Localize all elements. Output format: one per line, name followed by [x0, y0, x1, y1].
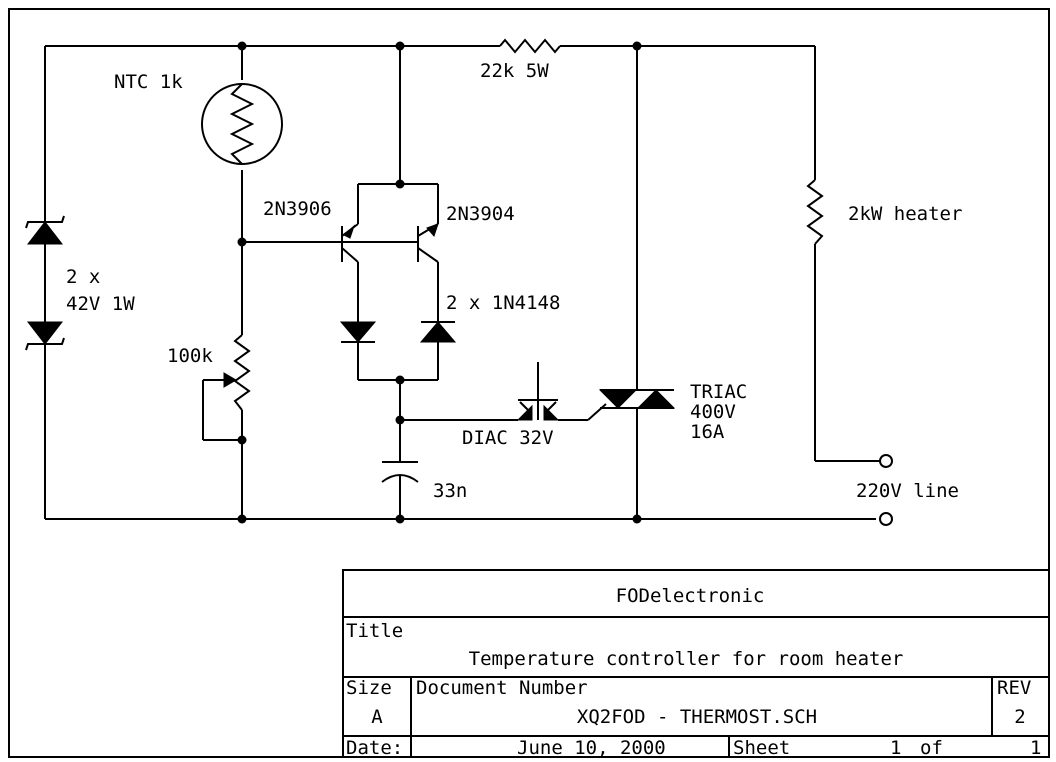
- diode-left-symbol: [339, 321, 377, 343]
- zener-diode-bottom-symbol: [25, 321, 65, 351]
- terminal-top: [879, 454, 893, 468]
- sheet-total: 1: [1030, 737, 1041, 759]
- npn-label: 2N3904: [446, 203, 515, 225]
- sheet-border: [8, 8, 1050, 758]
- heater-resistor-symbol: [806, 179, 824, 245]
- document-number-label: Document Number: [416, 677, 588, 699]
- company-name: FODelectronic: [616, 585, 765, 607]
- zener-diode-top-symbol: [25, 215, 65, 245]
- resistor-22k-symbol: [499, 38, 561, 54]
- of-label: of: [920, 737, 943, 759]
- npn-transistor-symbol: [417, 223, 439, 263]
- document-number: XQ2FOD - THERMOST.SCH: [577, 706, 817, 728]
- terminal-bottom: [879, 512, 893, 526]
- sheet-label: Sheet: [733, 737, 790, 759]
- diodes-label: 2 x 1N4148: [446, 292, 560, 314]
- potentiometer-symbol: [202, 334, 251, 441]
- diac-label: DIAC 32V: [462, 427, 554, 449]
- heater-label: 2kW heater: [848, 203, 962, 225]
- size-label: Size: [346, 677, 392, 699]
- diode-right-symbol: [419, 321, 457, 343]
- date-label: Date:: [346, 737, 403, 759]
- rev-value: 2: [1014, 706, 1025, 728]
- capacitor-label: 33n: [433, 480, 467, 502]
- junction-dots: [237, 41, 642, 524]
- size-value: A: [371, 706, 383, 728]
- triac-current-label: 16A: [690, 421, 725, 443]
- resistor-22k-label: 22k 5W: [480, 60, 549, 82]
- zener-count-label: 2 x: [66, 266, 100, 288]
- title-label: Title: [346, 620, 403, 642]
- pnp-label: 2N3906: [263, 198, 332, 220]
- line-label: 220V line: [856, 480, 959, 502]
- diac-symbol: [516, 362, 560, 421]
- pot-label: 100k: [167, 345, 213, 367]
- triac-symbol: [598, 389, 676, 409]
- sheet-number: 1: [890, 737, 901, 759]
- pnp-transistor-symbol: [341, 223, 359, 263]
- ntc-label: NTC 1k: [114, 71, 183, 93]
- drawing-title: Temperature controller for room heater: [469, 648, 904, 670]
- triac-voltage-label: 400V: [690, 401, 736, 423]
- rev-label: REV: [997, 677, 1031, 699]
- zener-rating-label: 42V 1W: [66, 293, 135, 315]
- triac-name-label: TRIAC: [690, 381, 747, 403]
- title-block: [342, 569, 1050, 758]
- ntc-thermistor-symbol: [201, 83, 283, 165]
- capacitor-symbol: [381, 461, 419, 483]
- date-value: June 10, 2000: [517, 737, 666, 759]
